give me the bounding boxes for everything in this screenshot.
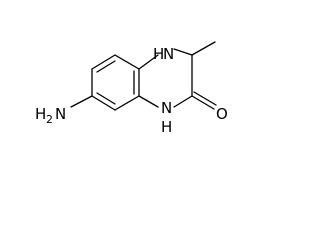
bond-n-top-c3 (173, 48, 193, 56)
bond-amine (70, 95, 93, 108)
amine-n-label: N (55, 105, 66, 123)
bond-c7-c8 (91, 95, 116, 111)
nh-bottom-h-label: H (161, 118, 172, 136)
amine-h-count: 2 (46, 113, 53, 126)
nh-bottom-n-label: N (161, 99, 172, 117)
bond-n-bottom-c6 (138, 95, 159, 108)
bond-c2-n-bottom (173, 95, 193, 108)
bond-methyl (191, 41, 216, 56)
bond-c4a-c5 (114, 54, 140, 70)
bond-c5-n-top (138, 54, 159, 70)
nh-top-n-label: N (163, 45, 174, 63)
molecule-structure: H 2 N H N N H O (35, 41, 228, 136)
bond-carbonyl-2 (193, 91, 217, 106)
double-bond-inner-top (96, 60, 116, 73)
carbonyl-o-label: O (216, 105, 228, 123)
benzene-ring (91, 54, 140, 111)
nh-top-h-label: H (153, 45, 164, 63)
amine-h-label: H (35, 105, 46, 123)
bond-carbonyl-1 (191, 95, 215, 110)
pyrazine-ring (138, 48, 193, 108)
bond-c6-c7 (114, 95, 140, 111)
double-bond-inner-bottom (96, 92, 116, 105)
bond-c8a-c4a (91, 54, 116, 70)
